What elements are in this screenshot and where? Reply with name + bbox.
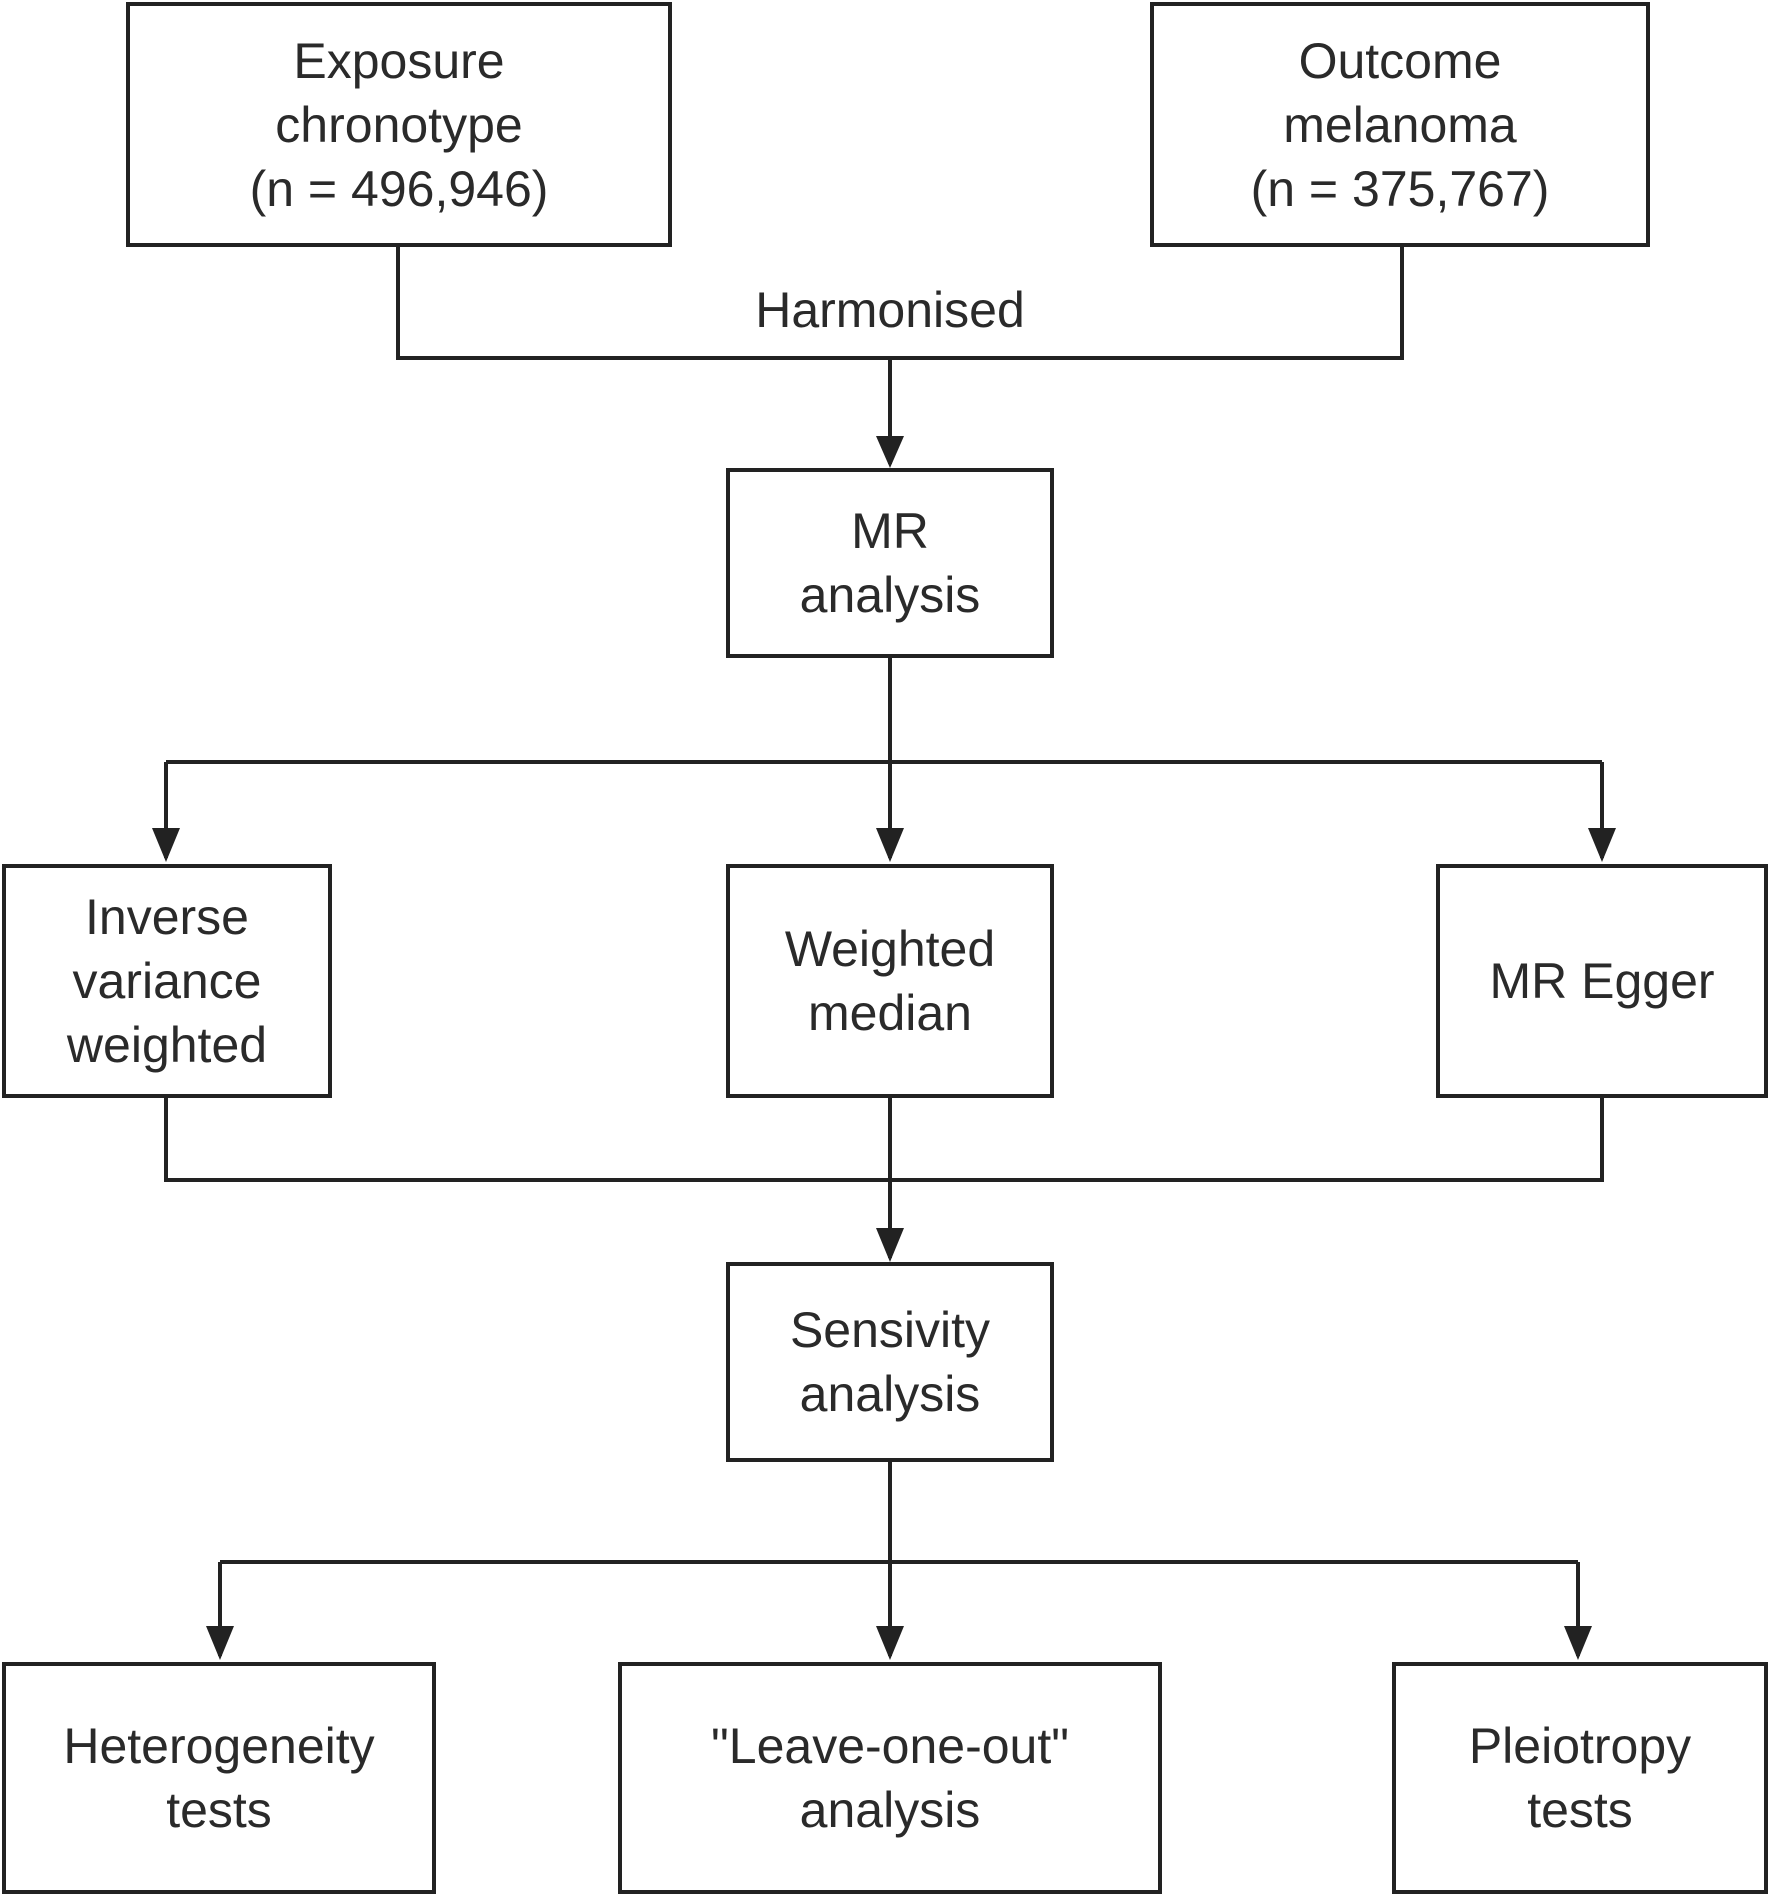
leave-one-out-label: "Leave-one-out" analysis (711, 1718, 1069, 1838)
mr-egger-label: MR Egger (1489, 953, 1715, 1009)
heterogeneity-arrowhead (206, 1626, 234, 1660)
harmonised-arrowhead (876, 436, 904, 468)
outcome-label: Outcome melanoma (n = 375,767) (1250, 32, 1550, 217)
heterogeneity-label: Heterogeneity tests (63, 1718, 375, 1838)
ivw-arrowhead (152, 828, 180, 862)
mr-analysis-label: MR analysis (799, 503, 981, 623)
outcome-box: Outcome melanoma (n = 375,767) (1150, 2, 1650, 247)
exposure-box: Exposure chronotype (n = 496,946) (126, 2, 672, 247)
pleiotropy-label: Pleiotropy tests (1468, 1718, 1692, 1838)
sensitivity-arrowhead (876, 1228, 904, 1262)
leave-one-out-box: "Leave-one-out" analysis (618, 1662, 1162, 1894)
outcome-connector (890, 245, 1404, 360)
ivw-box: Inverse variance weighted (2, 864, 332, 1098)
mr-egger-arrowhead (1588, 828, 1616, 862)
mr-analysis-box: MR analysis (726, 468, 1054, 658)
ivw-merge-line (164, 1096, 1604, 1182)
leave-one-out-arrowhead (876, 1626, 904, 1660)
weighted-median-label: Weighted median (784, 921, 996, 1041)
harmonised-label: Harmonised (755, 282, 1025, 338)
pleiotropy-box: Pleiotropy tests (1392, 1662, 1768, 1894)
sensitivity-box: Sensivity analysis (726, 1262, 1054, 1462)
exposure-label: Exposure chronotype (n = 496,946) (249, 32, 549, 217)
mr-egger-box: MR Egger (1436, 864, 1768, 1098)
sensitivity-label: Sensivity analysis (789, 1302, 991, 1422)
pleiotropy-arrowhead (1564, 1626, 1592, 1660)
weighted-median-box: Weighted median (726, 864, 1054, 1098)
ivw-label: Inverse variance weighted (66, 889, 268, 1073)
exposure-connector (396, 245, 890, 360)
weighted-median-arrowhead (876, 828, 904, 862)
heterogeneity-box: Heterogeneity tests (2, 1662, 436, 1894)
